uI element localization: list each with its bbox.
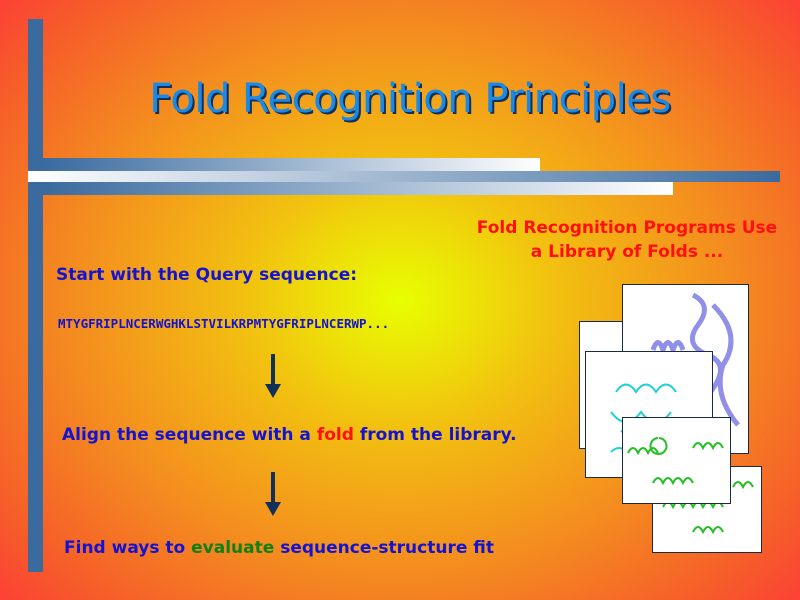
step-evaluate-text-end: sequence-structure fit (274, 538, 495, 558)
slide-title: Fold Recognition Principles (149, 76, 671, 122)
step-align: Align the sequence with a fold from the … (62, 425, 517, 445)
step-align-text: Align the sequence with a (62, 425, 317, 445)
protein-structure-icon (627, 437, 724, 486)
step-evaluate-text: Find ways to (64, 538, 192, 558)
decor-bar (28, 171, 780, 182)
step-query: Start with the Query sequence: (56, 265, 358, 285)
protein-structure-icon (662, 481, 754, 535)
fold-highlight: fold (316, 425, 354, 445)
query-sequence: MTYGFRIPLNCERWGHKLSTVILKRPMTYGFRIPLNCERW… (58, 316, 390, 331)
step-align-text-end: from the library. (353, 425, 517, 445)
library-note-line2: a Library of Folds ... (530, 242, 724, 262)
down-arrow-icon (271, 472, 275, 504)
library-note: Fold Recognition Programs Use a Library … (462, 216, 792, 264)
down-arrow-head-icon (265, 502, 281, 516)
step-evaluate: Find ways to evaluate sequence-structure… (64, 538, 494, 558)
evaluate-highlight: evaluate (191, 538, 275, 558)
fold-card-green-front (622, 417, 731, 504)
library-note-line1: Fold Recognition Programs Use (476, 218, 778, 238)
down-arrow-head-icon (265, 384, 281, 398)
decor-bar (43, 182, 673, 195)
down-arrow-icon (271, 354, 275, 386)
protein-structure-icon (610, 383, 677, 465)
decor-vertical-bar (28, 19, 43, 572)
decor-bar (43, 158, 540, 171)
